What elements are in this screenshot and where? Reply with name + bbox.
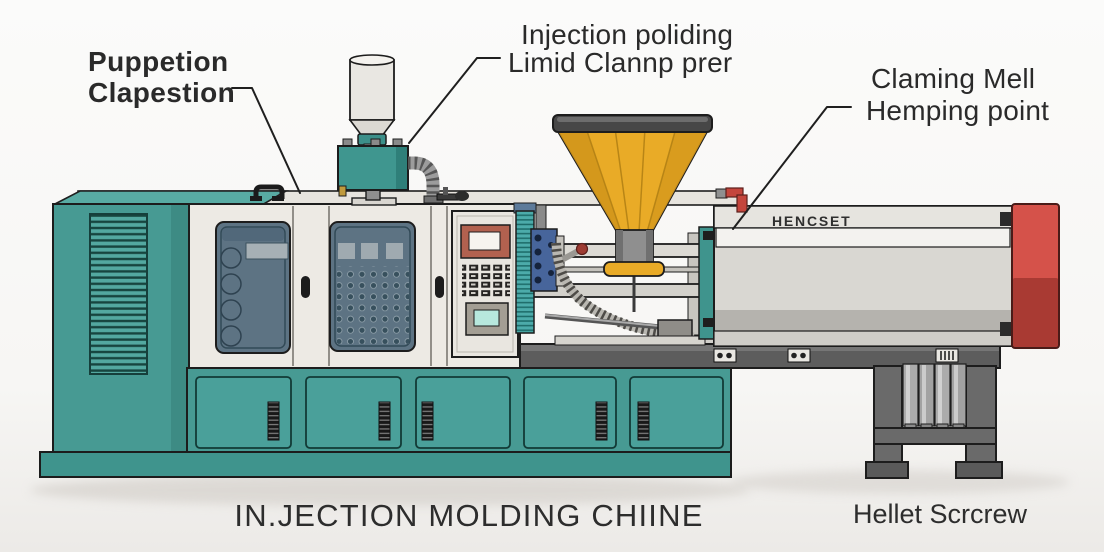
door-handle — [301, 276, 310, 298]
diagram-title: IN.JECTION MOLDING CHIINE — [234, 498, 703, 533]
base-doors — [195, 376, 724, 449]
mini-hopper-body — [349, 59, 395, 121]
lever-knob — [575, 242, 589, 256]
clamping-unit: HENCSET — [698, 187, 1060, 349]
machine-main-body — [188, 203, 521, 369]
label-center-line1: Injection poliding — [521, 19, 733, 50]
end-cap — [1011, 203, 1060, 349]
cabinet-shade — [171, 205, 189, 453]
corrugated-hose — [408, 156, 444, 204]
stand-leg — [873, 365, 903, 465]
label-left-line1: Puppetion — [88, 46, 228, 77]
label-left-line2: Clapestion — [88, 77, 235, 108]
housing-shade-band — [715, 310, 1011, 331]
lift-handle — [250, 184, 285, 201]
door-handle — [435, 276, 444, 298]
stand-leg — [965, 365, 997, 465]
support-stand — [865, 363, 1003, 479]
feed-unit — [250, 54, 469, 206]
leader-center — [408, 57, 501, 144]
label-right-line2: Hemping point — [866, 95, 1049, 126]
lower-display-screen — [473, 309, 500, 327]
platform-highlight — [518, 345, 999, 351]
control-panel — [451, 210, 519, 358]
leader-left — [231, 87, 301, 194]
material-hopper — [552, 114, 713, 277]
base-plinth — [39, 451, 732, 478]
vent-grille — [89, 213, 148, 375]
stand-crossbar — [873, 427, 997, 445]
upper-display-screen — [468, 231, 501, 251]
valve — [715, 187, 748, 213]
injection-carriage — [513, 202, 715, 346]
carriage-base-plate — [554, 335, 706, 346]
machine-base — [39, 367, 732, 478]
door-vent-handles — [267, 401, 650, 441]
leader-lines — [231, 57, 852, 230]
base-door — [415, 376, 511, 449]
leader-right — [732, 106, 852, 230]
label-right-line1: Claming Mell — [871, 63, 1035, 94]
deck-clamp-handle — [436, 187, 469, 201]
platen-window — [329, 221, 416, 352]
platform-bolt-plates — [713, 348, 959, 363]
base-door — [305, 376, 402, 449]
base-door — [629, 376, 724, 449]
perforated-plate — [337, 266, 409, 344]
labels: Puppetion Clapestion Injection poliding … — [88, 19, 1049, 126]
label-center-line2: Limid Clannp prer — [508, 47, 732, 78]
hopper-collar — [603, 261, 665, 277]
keypad — [462, 264, 510, 298]
diagram-caption-right: Hellet Scrcrew — [853, 499, 1028, 529]
electrical-cabinet — [52, 203, 190, 455]
toggle-clamp-arcs — [220, 247, 242, 347]
roller-cylinders — [902, 363, 967, 435]
brand-plate — [713, 205, 1013, 229]
base-door — [195, 376, 292, 449]
base-door — [523, 376, 617, 449]
brand-text: HENCSET — [772, 213, 852, 229]
clamp-window — [215, 221, 291, 354]
stand-foot — [955, 461, 1003, 479]
stand-foot — [865, 461, 909, 479]
funnel-facets — [585, 127, 677, 233]
